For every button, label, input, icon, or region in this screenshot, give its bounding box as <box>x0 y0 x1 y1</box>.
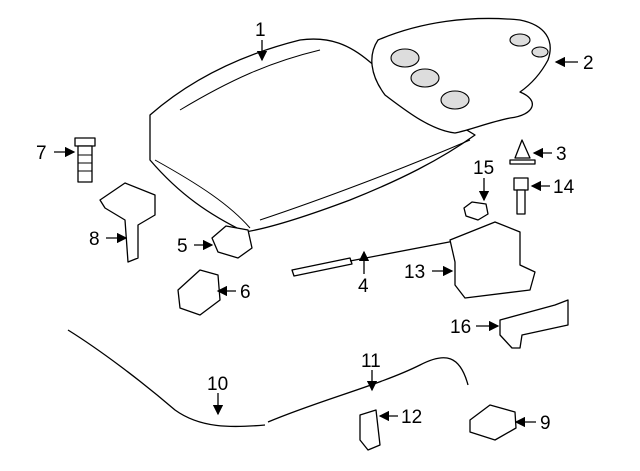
svg-text:8: 8 <box>89 229 100 250</box>
svg-text:11: 11 <box>361 351 381 372</box>
callout-15: 15 <box>473 158 494 202</box>
callout-5: 5 <box>177 236 214 257</box>
callout-7: 7 <box>36 143 76 164</box>
bracket <box>99 182 156 263</box>
callout-12: 12 <box>378 407 422 428</box>
callout-6: 6 <box>216 282 251 303</box>
nut <box>463 201 489 221</box>
svg-text:5: 5 <box>177 236 188 257</box>
svg-text:9: 9 <box>540 413 551 434</box>
svg-text:4: 4 <box>358 276 369 297</box>
callout-10: 10 <box>207 374 228 416</box>
clip <box>509 139 536 165</box>
callout-11: 11 <box>361 351 381 392</box>
release-lever <box>469 404 517 441</box>
bolt <box>513 177 529 215</box>
callout-14: 14 <box>530 177 575 198</box>
hood-support-strut <box>291 237 471 277</box>
callout-3: 3 <box>532 144 567 165</box>
callout-16: 16 <box>450 317 500 338</box>
callout-8: 8 <box>89 229 128 250</box>
release-cable-front <box>67 329 266 428</box>
svg-text:16: 16 <box>450 317 471 338</box>
hood-latch-plate <box>211 225 253 259</box>
callout-2: 2 <box>554 53 594 74</box>
svg-text:7: 7 <box>36 143 47 164</box>
svg-text:14: 14 <box>553 177 575 198</box>
callout-4: 4 <box>358 250 370 297</box>
latch-bracket <box>177 269 221 316</box>
svg-text:3: 3 <box>556 144 567 165</box>
callout-13: 13 <box>404 262 454 283</box>
release-handle <box>499 299 569 349</box>
svg-text:2: 2 <box>583 53 594 74</box>
release-cable-rear <box>267 357 469 423</box>
svg-text:10: 10 <box>207 374 228 395</box>
hood-latch <box>449 221 536 299</box>
hood-insulator <box>371 17 551 134</box>
svg-text:15: 15 <box>473 158 494 179</box>
callout-9: 9 <box>514 413 551 434</box>
svg-text:6: 6 <box>240 282 251 303</box>
cable-clip <box>359 409 381 451</box>
hood-bumper <box>74 137 96 183</box>
callout-1: 1 <box>255 20 268 62</box>
svg-text:13: 13 <box>404 262 425 283</box>
svg-text:1: 1 <box>255 20 266 41</box>
svg-text:12: 12 <box>401 407 422 428</box>
